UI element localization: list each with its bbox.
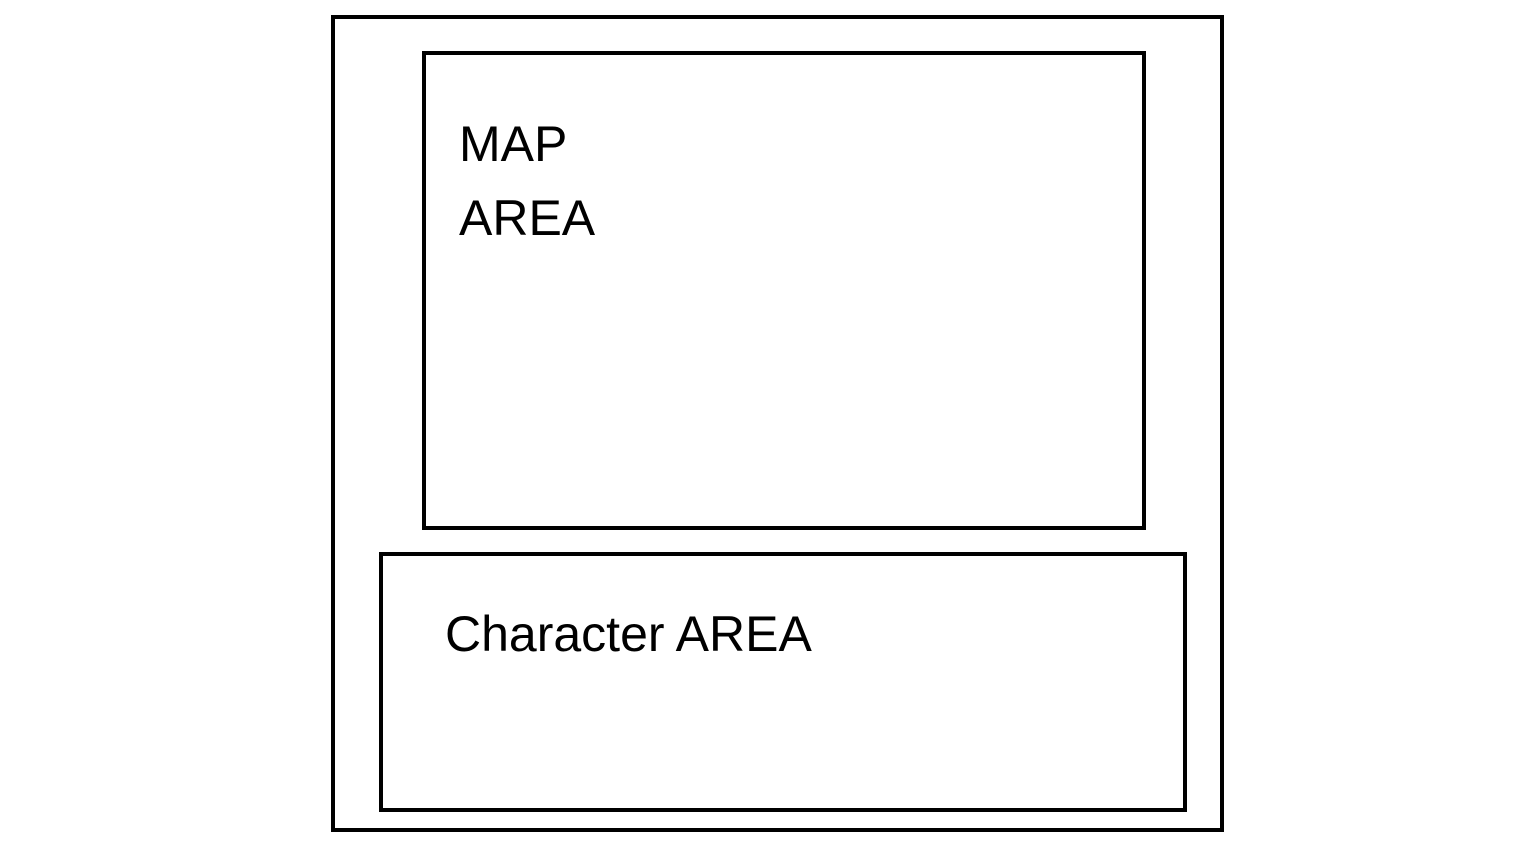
character-area-label: Character AREA [445,606,812,662]
map-area-label-line1: MAP [459,116,568,172]
character-area-box: Character AREA [379,552,1187,812]
map-area-box: MAP AREA [422,51,1146,530]
map-area-label: MAP AREA [459,107,595,255]
map-area-label-line2: AREA [459,190,596,246]
